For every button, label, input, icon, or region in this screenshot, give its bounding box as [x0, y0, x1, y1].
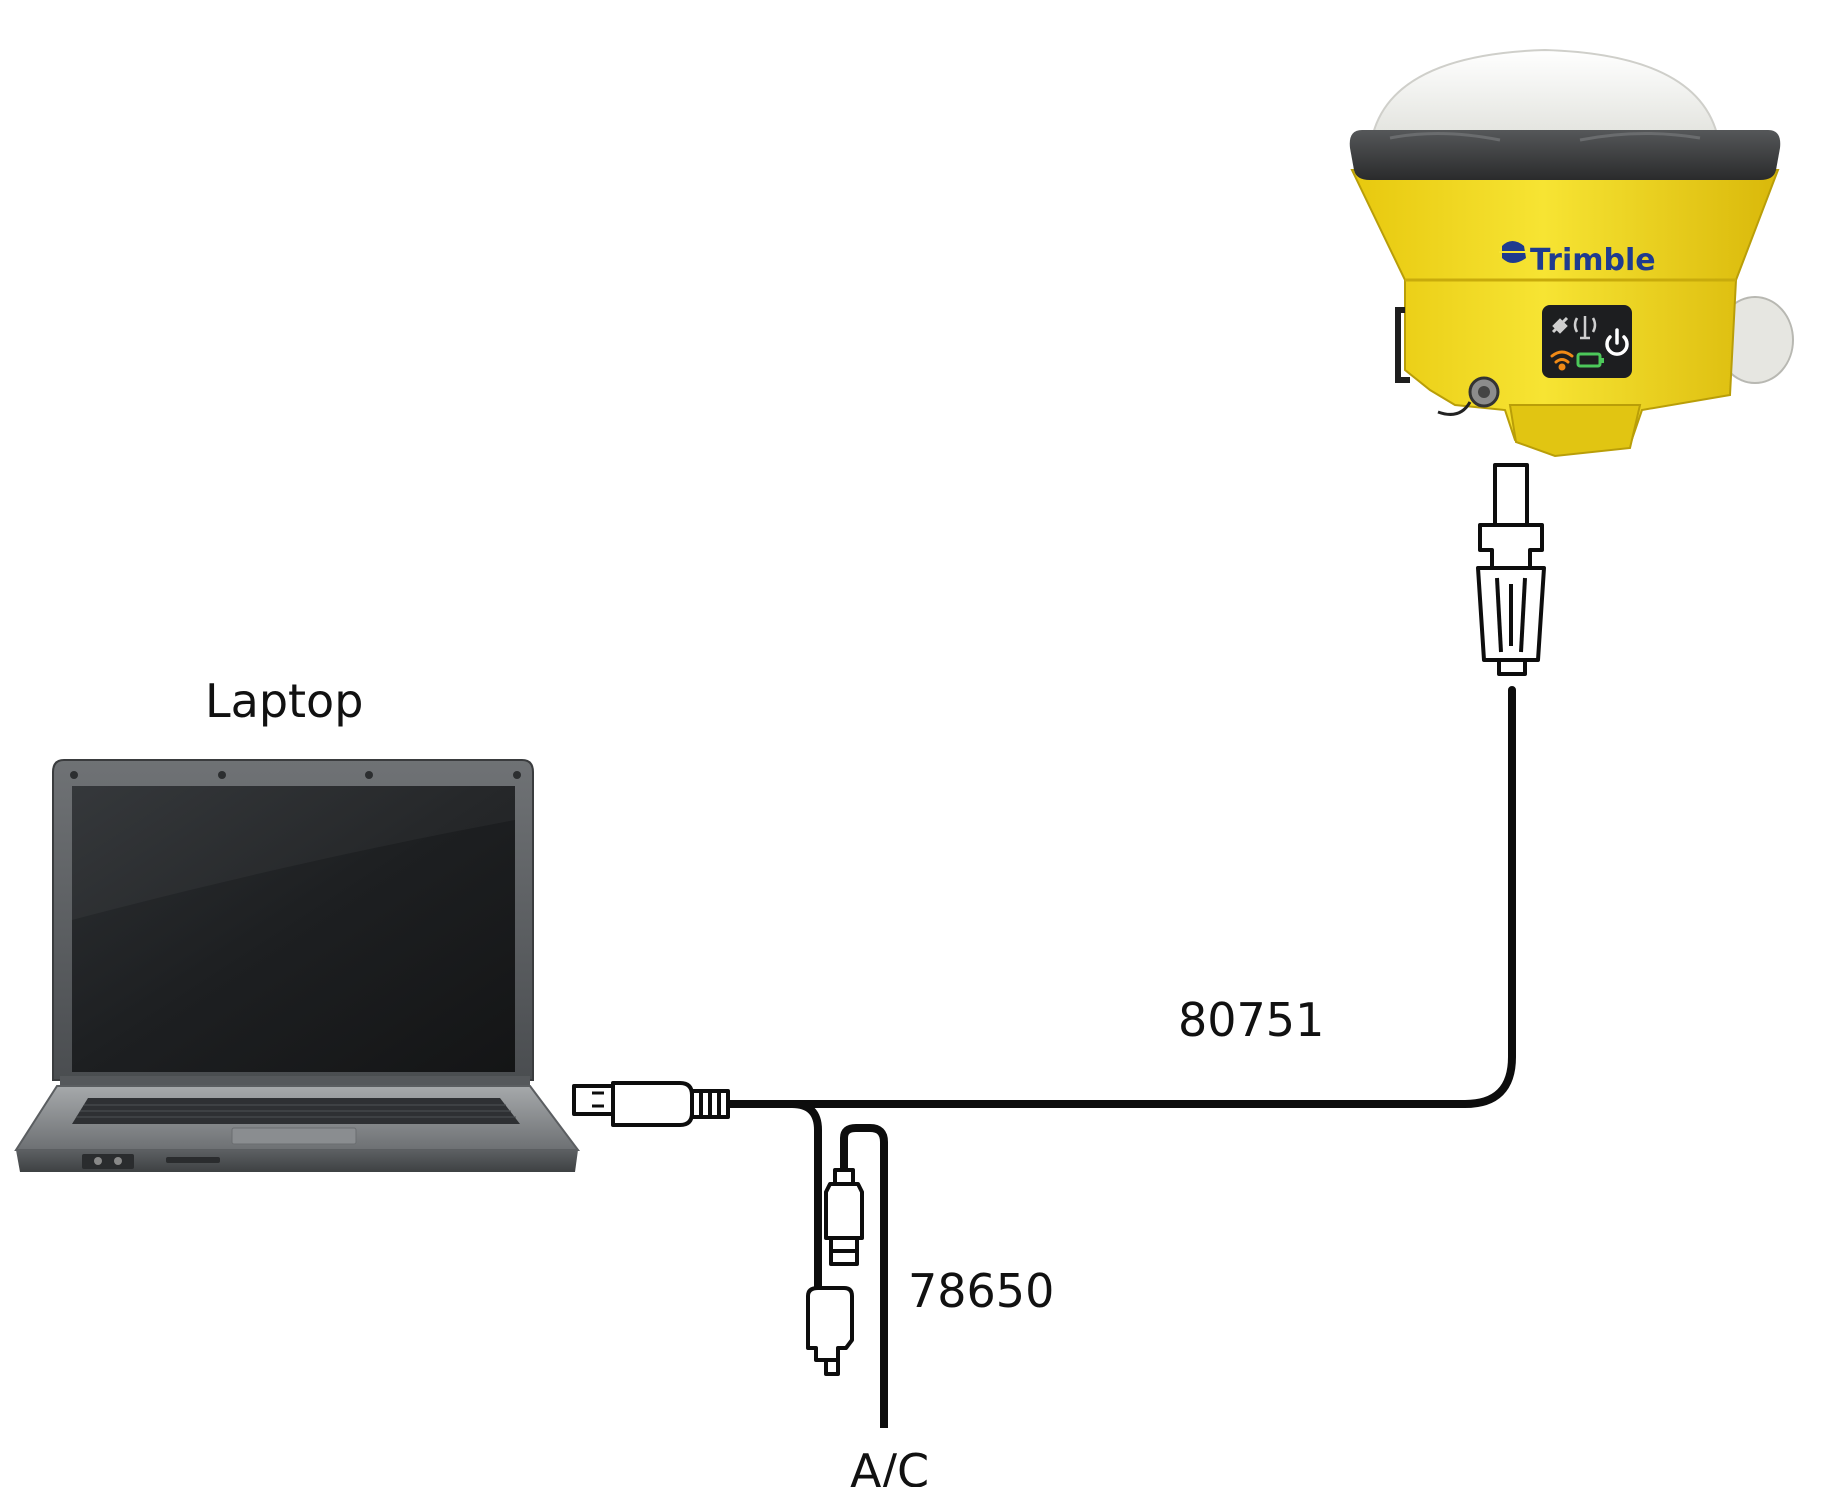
laptop-label: Laptop — [205, 674, 364, 728]
laptop — [14, 759, 580, 1172]
cable-80751-label: 80751 — [1178, 993, 1325, 1047]
receiver-bumper — [1349, 130, 1781, 180]
receiver-dome — [1368, 48, 1722, 151]
radio-icon — [1573, 316, 1597, 340]
cable-78650 — [728, 1100, 888, 1428]
brand-logo: Trimble — [1499, 241, 1656, 278]
satellite-icon — [1551, 316, 1569, 334]
cable-80751 — [724, 686, 1516, 1108]
barrel-plug — [824, 1168, 864, 1266]
status-panel — [1542, 305, 1632, 378]
power-icon — [1605, 328, 1629, 356]
dc-jack — [806, 1286, 854, 1376]
battery-icon — [1576, 352, 1604, 368]
cable-78650-label: 78650 — [908, 1264, 1055, 1318]
wifi-icon — [1550, 350, 1574, 371]
ac-power-label: A/C — [850, 1444, 930, 1487]
usb-plug — [572, 1081, 730, 1127]
laptop-touchpad — [231, 1127, 357, 1145]
receiver-connector — [1476, 463, 1546, 676]
gnss-receiver: Trimble — [1349, 48, 1794, 458]
brand-name: Trimble — [1530, 243, 1656, 278]
laptop-screen — [72, 786, 515, 1072]
